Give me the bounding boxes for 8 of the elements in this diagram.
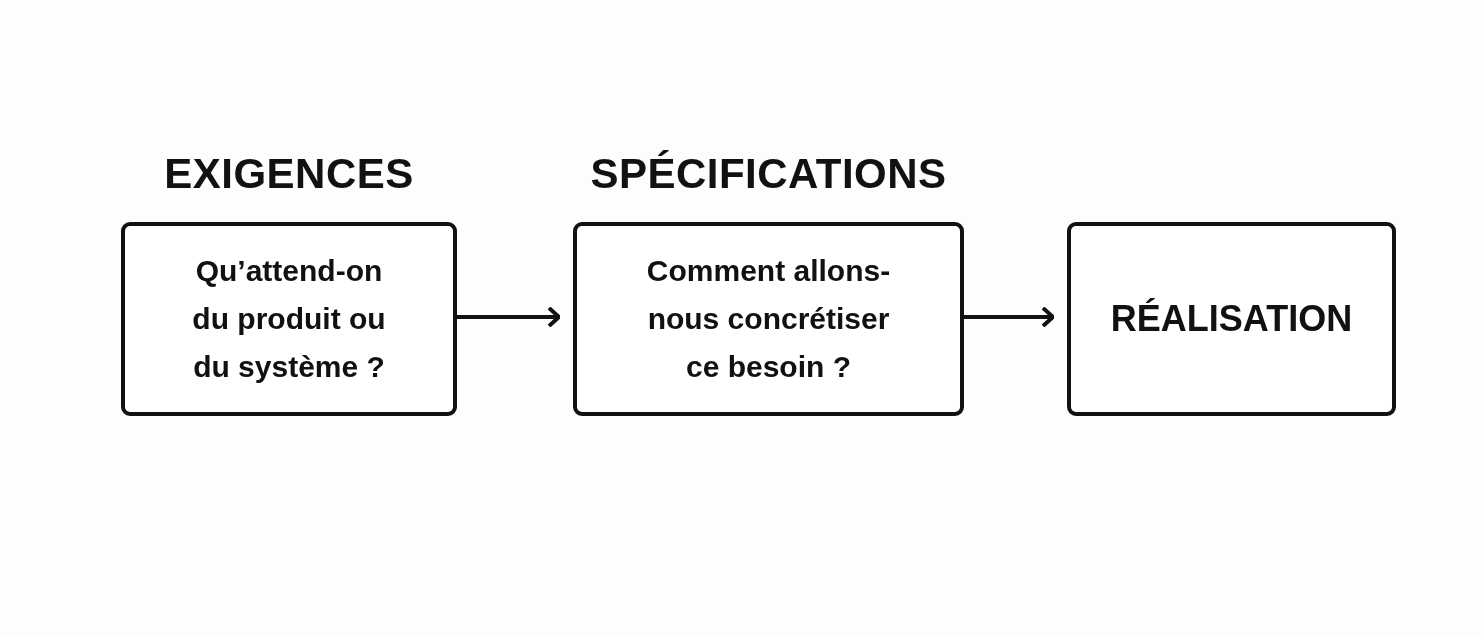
box-text: Comment allons-nous concrétiser ce besoin ? [645,253,892,385]
box-text: RÉALISATION [1109,297,1354,341]
box-text: Qu’attend-on du produit ou du système ? [191,253,387,385]
section-heading: EXIGENCES [164,150,414,198]
arrow [457,306,561,328]
process-box [1067,222,1396,416]
section-heading: SPÉCIFICATIONS [590,150,947,198]
arrow [964,306,1055,328]
